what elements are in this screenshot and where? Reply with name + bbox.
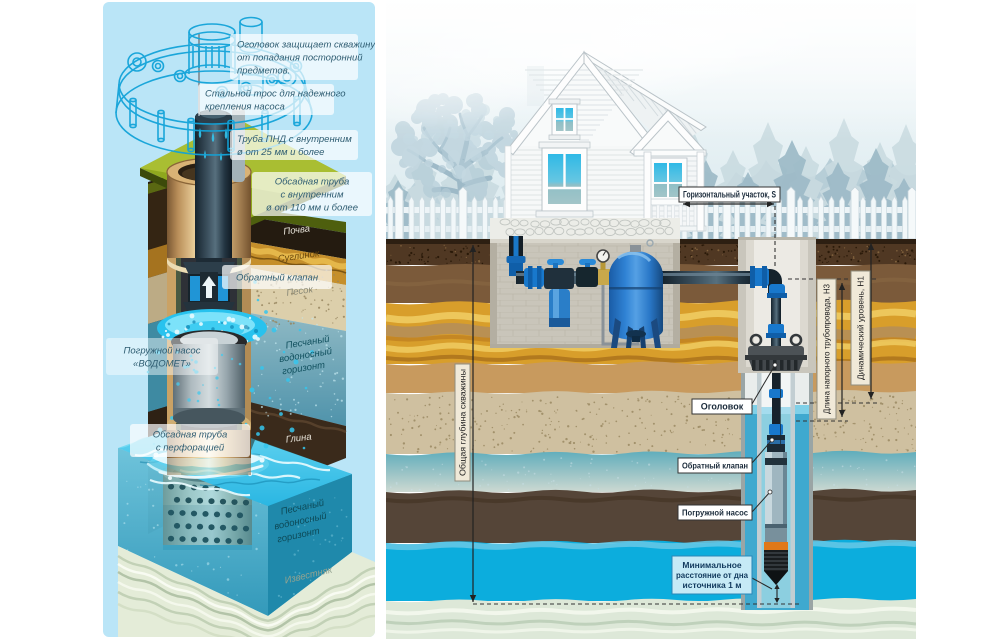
svg-text:Динамический уровень, Н1: Динамический уровень, Н1 bbox=[856, 276, 866, 380]
svg-text:Почва: Почва bbox=[283, 223, 311, 237]
svg-text:Оголовок: Оголовок bbox=[701, 402, 744, 412]
svg-text:Длина напорного трубопровода,: Длина напорного трубопровода, Н3 bbox=[822, 284, 832, 414]
svg-text:Глина: Глина bbox=[285, 431, 312, 445]
svg-text:Горизонтальный участок, S: Горизонтальный участок, S bbox=[683, 190, 776, 200]
svg-text:Обратный клапан: Обратный клапан bbox=[682, 461, 748, 471]
svg-text:Обратный клапан: Обратный клапан bbox=[236, 272, 319, 283]
svg-text:Погружной насос: Погружной насос bbox=[682, 508, 748, 518]
svg-text:Общая глубина скважины: Общая глубина скважины bbox=[458, 369, 468, 476]
svg-text:Погружной насос«ВОДОМЕТ»: Погружной насос«ВОДОМЕТ» bbox=[124, 345, 201, 369]
svg-text:Песок: Песок bbox=[286, 284, 314, 299]
